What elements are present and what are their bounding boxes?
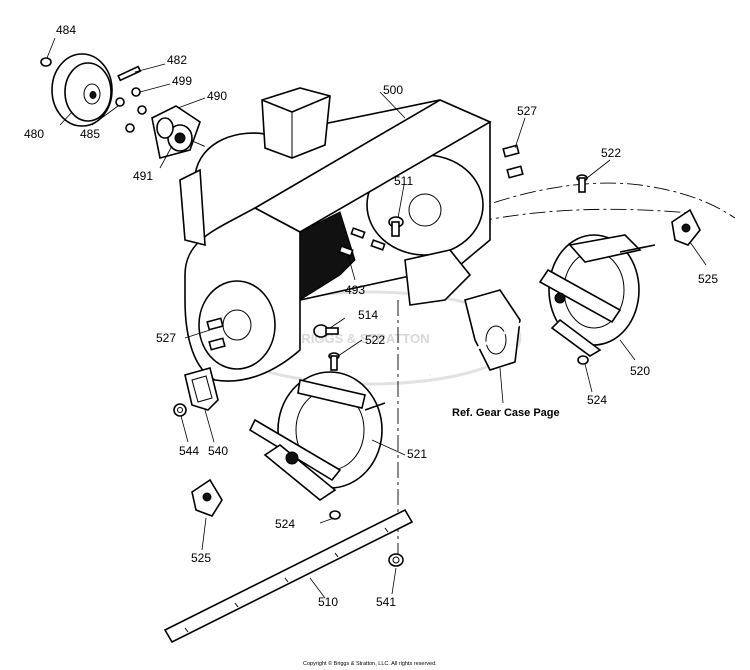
scraper-bar-510 xyxy=(163,508,414,644)
bolt-522-middle xyxy=(328,352,340,371)
copyright-notice: Copyright © Briggs & Stratton, LLC. All … xyxy=(303,660,437,667)
callout-510: 510 xyxy=(318,595,338,609)
nut-524-left xyxy=(329,510,341,520)
callout-524-right: 524 xyxy=(587,393,607,407)
bearing-plate-490 xyxy=(151,105,201,159)
bolt-522-upper xyxy=(576,174,588,193)
screw-514 xyxy=(313,324,339,338)
callout-labels: 484 482 499 490 500 527 480 485 491 511 … xyxy=(24,23,718,609)
pin-482 xyxy=(117,65,142,82)
callout-520: 520 xyxy=(630,364,650,378)
callout-524-left: 524 xyxy=(275,517,295,531)
callout-491: 491 xyxy=(133,169,153,183)
callout-525-right: 525 xyxy=(698,272,718,286)
callout-540: 540 xyxy=(208,444,228,458)
callout-493: 493 xyxy=(345,283,365,297)
callout-527-lower: 527 xyxy=(156,331,176,345)
bearing-525-left xyxy=(191,478,223,517)
reference-gear-case-label: Ref. Gear Case Page xyxy=(452,407,560,419)
callout-490: 490 xyxy=(207,89,227,103)
nut-524-right xyxy=(577,355,589,365)
callout-522-middle: 522 xyxy=(365,333,385,347)
callout-484: 484 xyxy=(56,23,76,37)
callout-514: 514 xyxy=(358,308,378,322)
callout-485: 485 xyxy=(80,127,100,141)
callout-541: 541 xyxy=(376,595,396,609)
watermark-text: BRIGGS & STRATTON xyxy=(292,331,429,346)
callout-525-left: 525 xyxy=(191,551,211,565)
fasteners-499-485 xyxy=(115,87,147,133)
auger-520 xyxy=(538,234,656,357)
auger-521 xyxy=(248,371,386,501)
nut-544 xyxy=(173,403,187,417)
bearing-525-right xyxy=(671,208,701,246)
bolt-511 xyxy=(388,216,404,237)
callout-482: 482 xyxy=(167,53,187,67)
pulley-480 xyxy=(51,53,113,127)
nut-484 xyxy=(40,57,52,67)
bracket-540 xyxy=(184,367,219,411)
callout-527-upper: 527 xyxy=(517,104,537,118)
leader-lines xyxy=(46,37,707,599)
callout-544: 544 xyxy=(179,444,199,458)
callout-499: 499 xyxy=(172,74,192,88)
bolts-493 xyxy=(338,227,386,257)
bolts-527-lower xyxy=(206,317,226,351)
bolts-527-upper xyxy=(502,144,524,179)
callout-522-upper: 522 xyxy=(601,146,621,160)
nut-541 xyxy=(388,553,404,567)
callout-521: 521 xyxy=(407,447,427,461)
callout-480: 480 xyxy=(24,127,44,141)
callout-511: 511 xyxy=(394,174,413,188)
gear-case xyxy=(404,249,546,377)
callout-500: 500 xyxy=(383,83,403,97)
auger-housing-500 xyxy=(179,87,492,382)
